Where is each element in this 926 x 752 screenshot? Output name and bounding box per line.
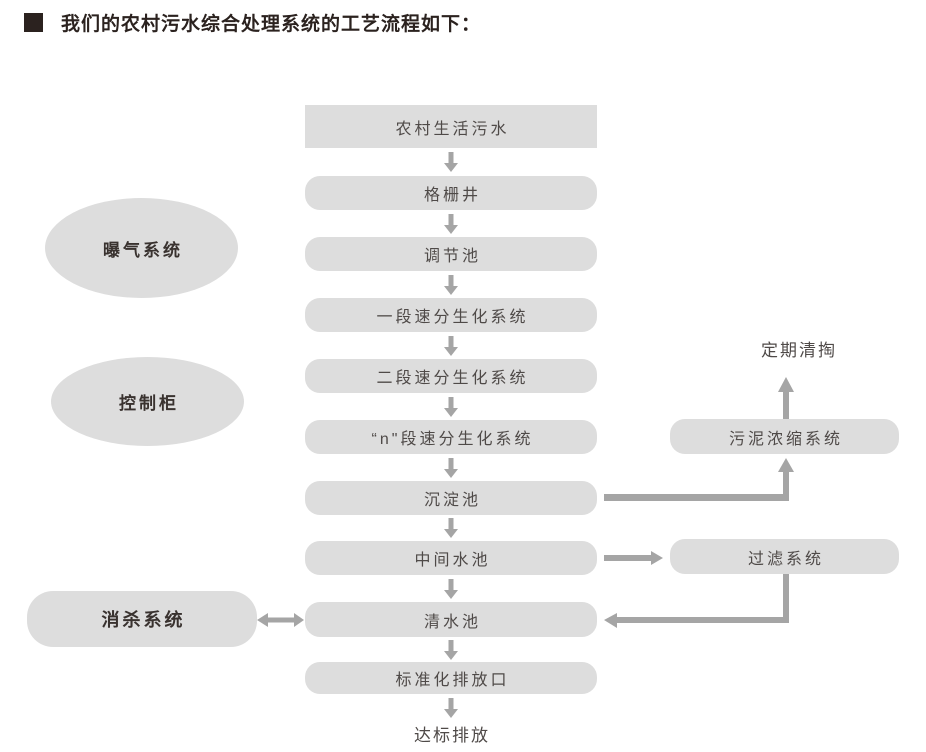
flow-step-clear-water-tank: 清水池 <box>305 602 597 637</box>
arrow-down-to-final-discharge <box>444 698 458 718</box>
arrow-down-to-stage1-bio <box>444 275 458 295</box>
flow-step-stage2-bio: 二段速分生化系统 <box>305 359 597 393</box>
aux-control-cabinet: 控制柜 <box>51 357 244 446</box>
label-final-discharge: 达标排放 <box>414 726 490 745</box>
arrow-down-to-outlet <box>444 640 458 660</box>
arrow-down-to-stagen-bio <box>444 397 458 417</box>
connector-sedimentation-to-sludge <box>604 458 794 501</box>
arrow-down-to-regulating-tank <box>444 214 458 234</box>
flow-step-standard-outlet: 标准化排放口 <box>305 662 597 694</box>
aux-aeration-system: 曝气系统 <box>45 198 238 298</box>
flow-step-stage1-bio: 一段速分生化系统 <box>305 298 597 332</box>
arrow-sludge-to-cleanout <box>778 377 794 419</box>
flow-step-stagen-bio: “n"段速分生化系统 <box>305 420 597 454</box>
page-title: 我们的农村污水综合处理系统的工艺流程如下： <box>61 14 482 35</box>
arrow-down-to-grid-well <box>444 152 458 172</box>
aux-filtration-system: 过滤系统 <box>670 539 899 574</box>
label-periodic-cleanout: 定期清掏 <box>761 341 837 360</box>
flow-step-intermediate-pool: 中间水池 <box>305 541 597 575</box>
flow-step-sedimentation-tank: 沉淀池 <box>305 481 597 515</box>
flow-step-regulating-tank: 调节池 <box>305 237 597 271</box>
connector-filter-to-clearwater <box>604 574 789 628</box>
flow-step-rural-sewage: 农村生活污水 <box>305 105 597 148</box>
title-bullet-icon <box>24 13 43 32</box>
arrow-down-to-sedimentation <box>444 458 458 478</box>
aux-sludge-thickening-system: 污泥浓缩系统 <box>670 419 899 454</box>
arrow-disinfection-clearwater-double <box>257 613 304 627</box>
arrow-down-to-clear-water <box>444 579 458 599</box>
arrow-intermediate-to-filter <box>604 551 663 565</box>
flow-step-grid-well: 格栅井 <box>305 176 597 210</box>
arrow-down-to-stage2-bio <box>444 336 458 356</box>
aux-disinfection-system: 消杀系统 <box>27 591 257 647</box>
arrow-down-to-intermediate-pool <box>444 518 458 538</box>
